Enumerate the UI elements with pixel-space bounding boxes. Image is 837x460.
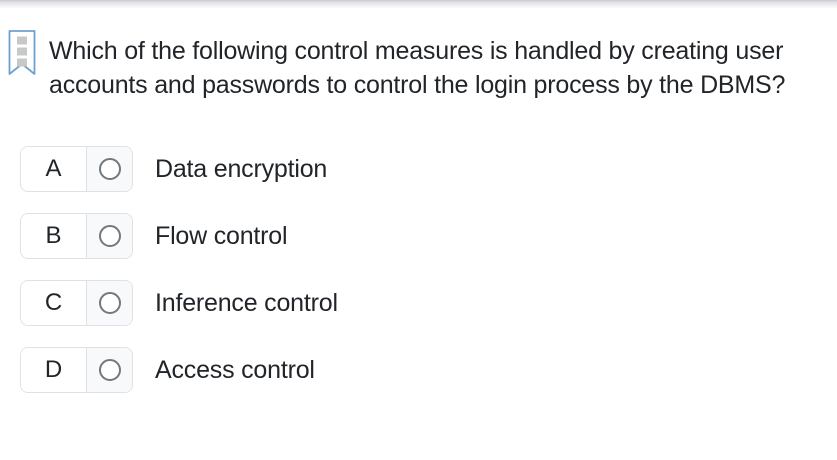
option-box-c[interactable]: C [20, 280, 133, 326]
option-box-d[interactable]: D [20, 347, 133, 393]
option-row-d[interactable]: D Access control [20, 347, 837, 393]
top-shadow-bar [0, 0, 837, 9]
option-label-c: Inference control [155, 288, 338, 317]
radio-button-b[interactable] [98, 225, 121, 247]
question-text: Which of the following control measures … [49, 37, 786, 99]
option-row-b[interactable]: B Flow control [20, 213, 837, 259]
option-radio-cell-c[interactable] [87, 281, 132, 325]
option-box-b[interactable]: B [20, 213, 133, 259]
radio-button-d[interactable] [98, 359, 121, 381]
option-radio-cell-b[interactable] [87, 214, 132, 258]
option-letter-c: C [21, 281, 87, 325]
option-letter-d: D [21, 348, 87, 392]
radio-button-c[interactable] [98, 292, 121, 314]
option-radio-cell-d[interactable] [87, 348, 132, 392]
option-label-a: Data encryption [155, 154, 328, 183]
option-letter-b: B [21, 214, 87, 258]
bookmark-icon[interactable] [8, 30, 36, 76]
question-section: Which of the following control measures … [0, 0, 837, 102]
option-letter-a: A [21, 147, 87, 191]
option-box-a[interactable]: A [20, 146, 133, 192]
option-row-c[interactable]: C Inference control [20, 280, 837, 326]
option-radio-cell-a[interactable] [87, 147, 132, 191]
radio-button-a[interactable] [98, 158, 121, 180]
option-row-a[interactable]: A Data encryption [20, 146, 837, 192]
options-list: A Data encryption B Flow control C Infer… [0, 146, 837, 393]
option-label-d: Access control [155, 355, 315, 384]
option-label-b: Flow control [155, 221, 288, 250]
